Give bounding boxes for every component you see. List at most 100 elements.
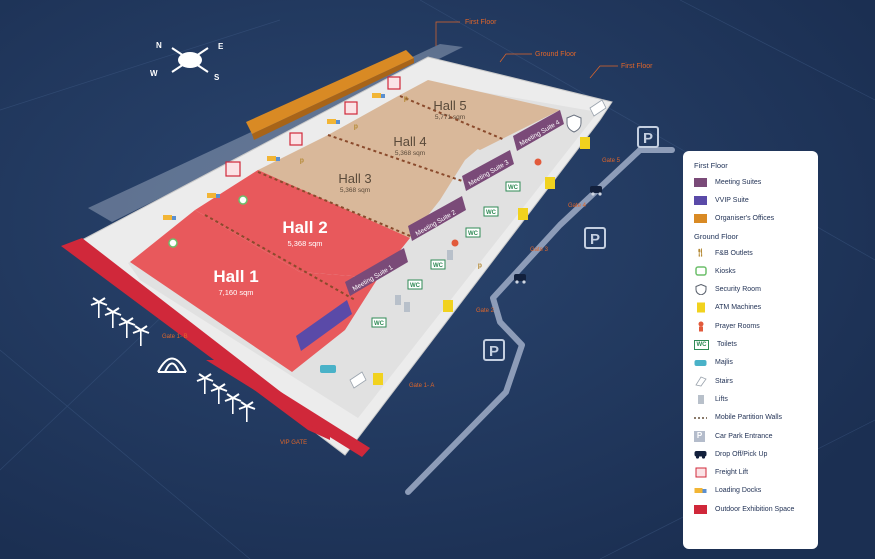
fnb-outlets: ᵖ ᵖ ᵖ ᵖ bbox=[300, 95, 482, 273]
svg-text:WC: WC bbox=[486, 210, 497, 216]
fork-knife-icon: ᵖ bbox=[478, 262, 482, 273]
wc-icon: WC bbox=[483, 206, 499, 217]
fork-knife-icon: ᵖ bbox=[354, 123, 358, 134]
fork-knife-icon: ᵖ bbox=[300, 157, 304, 168]
legend-label: Toilets bbox=[717, 341, 737, 349]
vvip-suite-swatch bbox=[694, 195, 707, 205]
kiosk-icon bbox=[238, 195, 248, 205]
palm-tree-icon bbox=[132, 325, 150, 346]
arch-sculpture-icon bbox=[157, 357, 187, 373]
loading-docks bbox=[163, 93, 385, 220]
hall-1-area-label: 7,160 sqm bbox=[218, 288, 253, 297]
gate-5-label[interactable]: Gate 5 bbox=[602, 158, 621, 164]
loading-dock-icon bbox=[163, 215, 176, 220]
loading-dock-icon bbox=[267, 156, 280, 161]
legend-item-organisers-offices: Organiser's Offices bbox=[694, 210, 810, 228]
wc-icon: WC bbox=[371, 317, 387, 328]
outdoor-exhibition-swatch bbox=[694, 504, 707, 514]
kiosks bbox=[168, 195, 248, 248]
vvip-suite[interactable] bbox=[296, 300, 352, 351]
legend-label: Security Room bbox=[715, 286, 761, 294]
palm-tree-icon bbox=[238, 401, 256, 422]
atm-icon bbox=[545, 177, 555, 189]
security-room bbox=[566, 114, 582, 133]
compass: N E S W bbox=[150, 41, 224, 82]
atm-machines bbox=[373, 137, 590, 385]
legend-label: Stairs bbox=[715, 377, 733, 385]
stairs bbox=[349, 99, 607, 389]
parking-sign-south[interactable]: P bbox=[483, 339, 505, 361]
legend-item-freight-lift: Freight Lift bbox=[694, 463, 810, 481]
gate-3-label[interactable]: Gate 3 bbox=[530, 247, 549, 253]
lift-icon bbox=[404, 302, 410, 312]
hall-3-area bbox=[250, 135, 465, 238]
legend-label: Freight Lift bbox=[715, 469, 749, 477]
svg-text:WC: WC bbox=[374, 321, 385, 327]
compass-w: W bbox=[150, 69, 158, 78]
atm-icon bbox=[443, 300, 453, 312]
freight-lift-icon bbox=[694, 467, 707, 478]
svg-text:WC: WC bbox=[508, 185, 519, 191]
legend-item-security: Security Room bbox=[694, 280, 810, 298]
organiser-offices-edge bbox=[252, 58, 414, 140]
meeting-suite-2[interactable] bbox=[408, 196, 466, 241]
legend-label: F&B Outlets bbox=[715, 249, 753, 257]
atm-icon bbox=[518, 208, 528, 220]
loading-dock-icon bbox=[207, 193, 220, 198]
map-legend: First Floor Meeting Suites VVIP Suite Or… bbox=[683, 151, 818, 549]
hall-labels: Hall 1 7,160 sqm Hall 2 5,368 sqm Hall 3… bbox=[213, 98, 466, 297]
prayer-icon bbox=[451, 239, 459, 247]
organiser-offices-swatch bbox=[694, 214, 707, 224]
legend-item-partition-walls: Mobile Partition Walls bbox=[694, 409, 810, 427]
prayer-rooms bbox=[451, 158, 542, 247]
parking-sign-north[interactable]: P bbox=[637, 126, 659, 148]
first-floor-label-right: First Floor bbox=[621, 63, 653, 70]
ground-floor-label: Ground Floor bbox=[535, 51, 577, 58]
compass-e: E bbox=[218, 42, 224, 51]
legend-item-loading-docks: Loading Docks bbox=[694, 482, 810, 500]
svg-text:P: P bbox=[643, 130, 653, 147]
organiser-offices-strip bbox=[246, 50, 414, 134]
hall-5-area-label: 5,771 sqm bbox=[435, 114, 465, 121]
hall-2-area bbox=[195, 170, 410, 278]
lifts bbox=[395, 250, 453, 312]
meeting-suite-1[interactable] bbox=[345, 248, 408, 296]
compass-s: S bbox=[214, 73, 220, 82]
legend-label: Lifts bbox=[715, 395, 728, 403]
vip-gate-label[interactable]: VIP GATE bbox=[280, 440, 307, 446]
floor-labels: First Floor Ground Floor First Floor bbox=[465, 19, 653, 70]
palm-tree-icon bbox=[104, 307, 122, 328]
legend-item-toilets: WC Toilets bbox=[694, 335, 810, 353]
dashed-line-icon bbox=[694, 413, 707, 422]
legend-item-car-park: P Car Park Entrance bbox=[694, 427, 810, 445]
palm-tree-icon bbox=[210, 383, 228, 404]
gate-labels: Gate 1- A Gate 1- B Gate 2 Gate 3 Gate 4… bbox=[162, 158, 621, 446]
legend-item-stairs: Stairs bbox=[694, 372, 810, 390]
meeting-suite-4[interactable] bbox=[513, 110, 564, 151]
gate-4-label[interactable]: Gate 4 bbox=[568, 203, 587, 209]
atm-icon bbox=[694, 302, 707, 313]
legend-label: Prayer Rooms bbox=[715, 322, 760, 330]
legend-item-lifts: Lifts bbox=[694, 390, 810, 408]
prayer-icon bbox=[694, 321, 707, 332]
legend-item-meeting-suites: Meeting Suites bbox=[694, 173, 810, 191]
meeting-suite-3[interactable] bbox=[462, 150, 514, 191]
stairs-icon bbox=[694, 376, 707, 387]
legend-item-kiosks: Kiosks bbox=[694, 262, 810, 280]
fork-knife-icon: 🍴︎ bbox=[695, 248, 706, 258]
legend-label: ATM Machines bbox=[715, 304, 762, 312]
svg-text:WC: WC bbox=[410, 283, 421, 289]
gate-1b-label[interactable]: Gate 1- B bbox=[162, 334, 188, 340]
kiosk-icon bbox=[694, 266, 707, 277]
freight-lifts bbox=[225, 76, 401, 177]
lift-icon bbox=[694, 394, 707, 404]
kiosk-icon bbox=[168, 238, 178, 248]
hall-3-name: Hall 3 bbox=[338, 171, 371, 186]
parking-sign-middle[interactable]: P bbox=[584, 227, 606, 249]
gate-1a-label[interactable]: Gate 1- A bbox=[409, 383, 434, 389]
meeting-suites-swatch bbox=[694, 177, 707, 187]
legend-item-drop-off: Drop Off/Pick Up bbox=[694, 445, 810, 463]
gate-2-label[interactable]: Gate 2 bbox=[476, 308, 495, 314]
legend-label: Drop Off/Pick Up bbox=[715, 450, 768, 458]
svg-text:WC: WC bbox=[433, 263, 444, 269]
